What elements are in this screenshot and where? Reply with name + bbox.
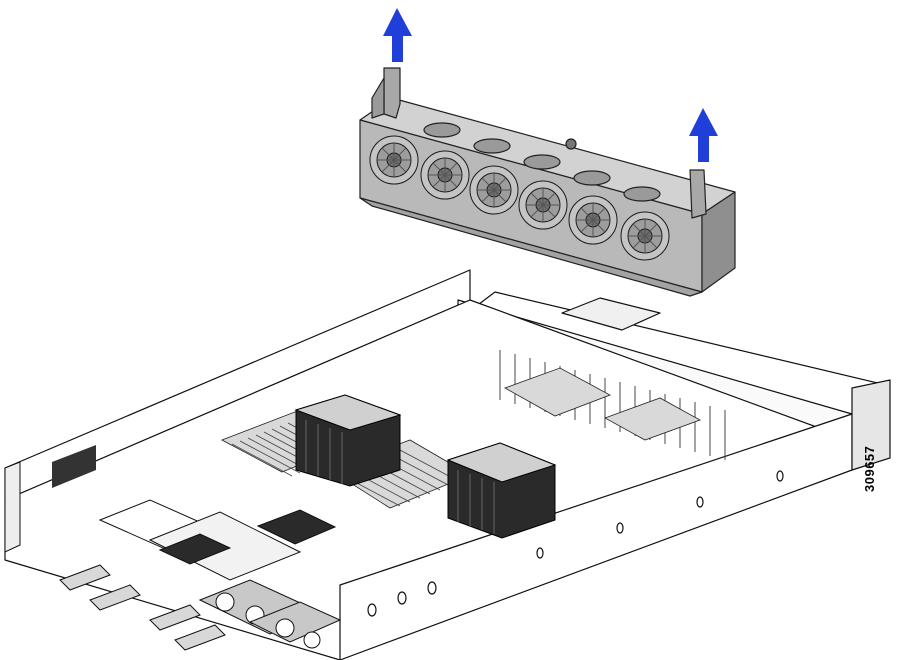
fan-row	[369, 135, 670, 261]
rear-edge-panel	[4, 461, 21, 553]
fan-icon	[420, 150, 470, 200]
fan-icon	[568, 195, 618, 245]
figure-id-label: 309657	[862, 445, 877, 492]
fan-icon	[369, 135, 419, 185]
fan-icon	[518, 180, 568, 230]
rear-vent-grille	[52, 445, 96, 488]
fan-icon	[469, 165, 519, 215]
front-bezel	[851, 379, 891, 471]
cpu-heatsink-1	[294, 394, 402, 487]
lift-arrow-left-icon	[383, 8, 412, 62]
fan-icon	[620, 211, 670, 261]
dimm-bank-right	[504, 367, 701, 441]
power-supply-2	[248, 601, 342, 649]
rear-connectors	[59, 564, 226, 651]
pcie-riser-area	[98, 499, 337, 581]
lift-arrow-right-icon	[689, 108, 718, 162]
cpu-heatsink-2	[446, 442, 557, 539]
